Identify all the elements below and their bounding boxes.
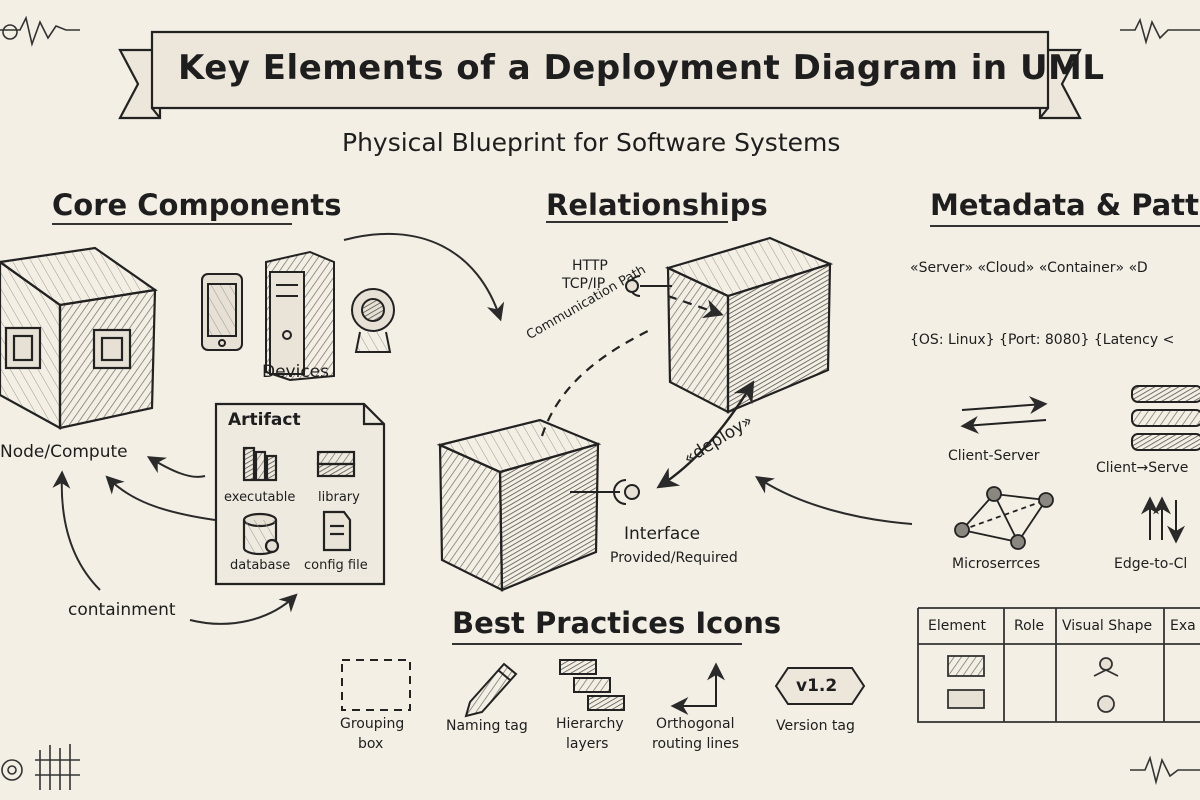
corner-doodle xyxy=(0,15,1200,790)
http-interface xyxy=(625,275,672,297)
interface-label: Interface xyxy=(624,524,701,544)
bp-hierarchy-line1: Hierarchy xyxy=(556,716,624,732)
core-heading: Core Components xyxy=(52,188,342,222)
devices-label: Devices xyxy=(262,362,329,382)
artifact-title: Artifact xyxy=(228,410,301,430)
microservices-icon xyxy=(954,486,1054,550)
grouping-box-icon xyxy=(341,659,411,711)
deploy-arrow xyxy=(656,380,755,489)
pattern-client-server: Client-Server xyxy=(948,448,1040,464)
bp-grouping-line2: box xyxy=(358,736,384,752)
table-header-visual-shape: Visual Shape xyxy=(1062,618,1153,634)
pattern-link-arrow xyxy=(755,476,913,525)
title-banner xyxy=(118,30,1082,120)
device-icons xyxy=(201,250,395,382)
naming-tag-icon xyxy=(464,662,518,718)
communication-path-line xyxy=(540,329,651,437)
best-practices-heading: Best Practices Icons xyxy=(452,606,782,640)
stereotypes-line: «Server» «Cloud» «Container» «D xyxy=(910,260,1148,276)
tcp-label: TCP/IP xyxy=(562,276,606,292)
core-arrows xyxy=(52,456,298,625)
artifact-library: library xyxy=(318,490,360,505)
bp-orthogonal-line1: Orthogonal xyxy=(656,716,735,732)
artifact-executable: executable xyxy=(224,490,296,505)
table-header-role: Role xyxy=(1014,618,1045,634)
pattern-microservices: Microserrces xyxy=(952,556,1041,572)
interface-sub-label: Provided/Required xyxy=(610,550,738,566)
orthogonal-routing-icon xyxy=(670,662,725,715)
bp-hierarchy-line2: layers xyxy=(566,736,609,752)
stacked-layers-icon xyxy=(1131,385,1200,451)
containment-label: containment xyxy=(68,600,176,620)
bp-grouping-line1: Grouping xyxy=(340,716,405,732)
version-tag-icon xyxy=(774,667,866,705)
artifact-document xyxy=(214,402,386,586)
page-title: Key Elements of a Deployment Diagram in … xyxy=(178,48,1105,88)
client-server-icon xyxy=(960,396,1048,434)
bp-orthogonal-line2: routing lines xyxy=(652,736,740,752)
pattern-client-server-2: Client→Serve xyxy=(1096,460,1189,476)
deployment-cube xyxy=(436,418,602,592)
http-label: HTTP xyxy=(572,258,608,274)
elements-table xyxy=(917,607,1200,723)
table-header-example: Exa xyxy=(1170,618,1196,634)
pattern-edge-to-cloud: Edge-to-Cl xyxy=(1114,556,1188,572)
table-header-element: Element xyxy=(928,618,986,634)
page-subtitle: Physical Blueprint for Software Systems xyxy=(342,128,841,157)
edge-to-cloud-icon xyxy=(1141,496,1185,544)
relationships-heading: Relationships xyxy=(546,188,768,222)
artifact-config-file: config file xyxy=(304,558,368,573)
bp-naming-line1: Naming tag xyxy=(446,718,528,734)
node-label: Node/Compute xyxy=(0,442,128,462)
hierarchy-layers-icon xyxy=(559,659,625,711)
node-cube xyxy=(0,246,158,430)
metadata-heading: Metadata & Patterns xyxy=(930,188,1200,222)
server-cube xyxy=(664,236,834,414)
section-link-arrow xyxy=(343,232,505,322)
provided-required-interface xyxy=(570,479,640,505)
artifact-database: database xyxy=(230,558,291,573)
bp-version-line1: Version tag xyxy=(776,718,855,734)
version-badge: v1.2 xyxy=(796,676,838,696)
tagged-values-line: {OS: Linux} {Port: 8080} {Latency < xyxy=(910,332,1175,348)
